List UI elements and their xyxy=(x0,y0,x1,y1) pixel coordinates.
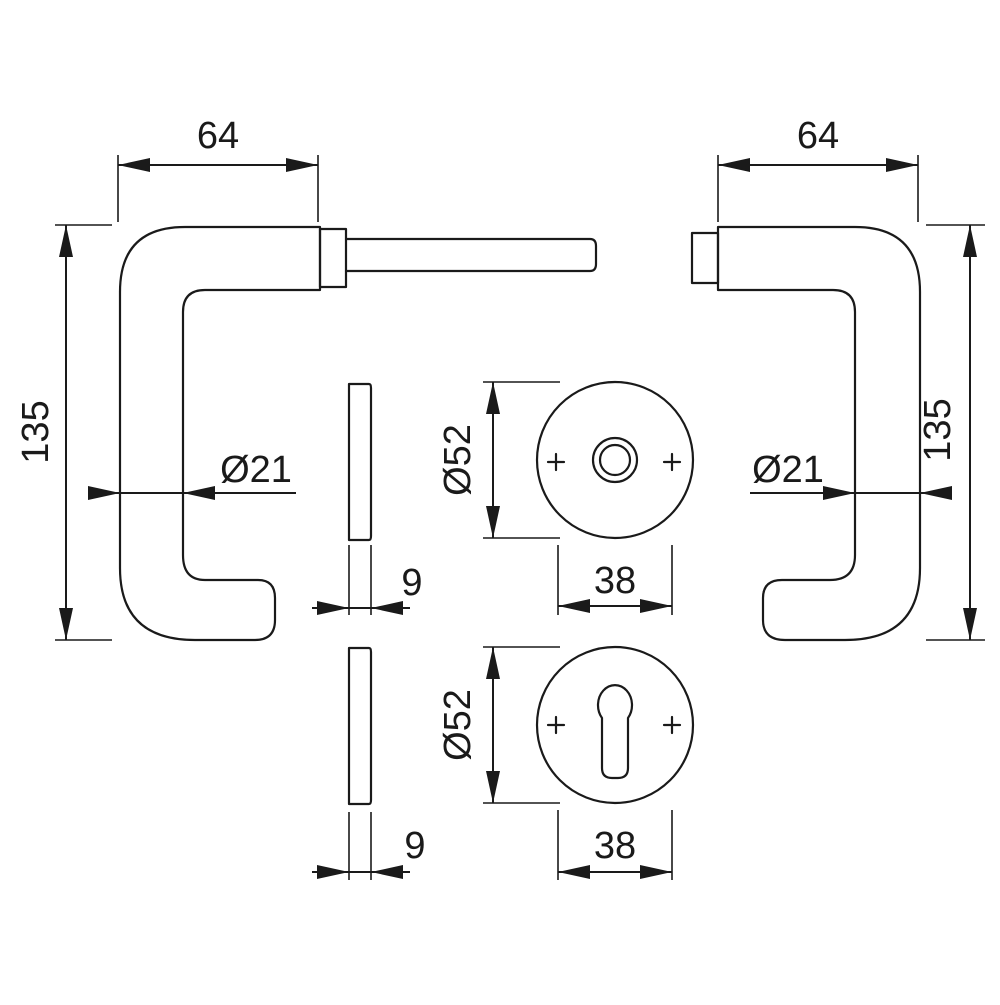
key-rose-diameter-label: Ø52 xyxy=(437,689,479,761)
handle-rose-diameter-dimension: Ø52 xyxy=(437,381,560,539)
handle-rose-thickness-dimension: 9 xyxy=(312,545,423,615)
handle-rose-diameter-label: Ø52 xyxy=(437,424,479,496)
key-rose-width-dimension: 38 xyxy=(557,810,673,880)
left-handle xyxy=(118,225,598,642)
key-rose-thickness-dimension: 9 xyxy=(312,812,426,880)
screw-mark-icon xyxy=(546,715,566,735)
screw-mark-icon xyxy=(662,715,682,735)
key-rose-thickness-label: 9 xyxy=(404,825,425,867)
key-rose xyxy=(347,645,695,806)
left-handle-diameter-label: Ø21 xyxy=(220,449,292,491)
keyhole-profile-cylinder-icon xyxy=(596,684,634,780)
right-handle xyxy=(690,225,922,642)
left-handle-width-dimension: 64 xyxy=(117,115,319,222)
right-handle-height-label: 135 xyxy=(917,398,959,461)
handle-rose xyxy=(347,380,695,542)
right-handle-width-label: 64 xyxy=(797,115,839,157)
left-handle-width-label: 64 xyxy=(197,115,239,157)
spindle xyxy=(344,237,598,273)
handle-rose-outline xyxy=(535,380,695,540)
handle-rose-width-label: 38 xyxy=(594,560,636,602)
left-handle-diameter-dimension: Ø21 xyxy=(88,449,296,500)
left-handle-body xyxy=(118,225,322,642)
key-rose-width-label: 38 xyxy=(594,825,636,867)
key-rose-diameter-dimension: Ø52 xyxy=(437,646,560,804)
key-rose-outline xyxy=(535,645,695,805)
key-rose-side-view xyxy=(347,646,373,806)
handle-rose-thickness-label: 9 xyxy=(401,562,422,604)
handle-rose-inner-ring xyxy=(598,443,632,477)
left-handle-collar xyxy=(318,227,348,289)
handle-rose-side-view xyxy=(347,382,373,542)
right-handle-diameter-label: Ø21 xyxy=(752,449,824,491)
screw-mark-icon xyxy=(546,452,566,472)
right-handle-diameter-dimension: Ø21 xyxy=(750,449,952,500)
screw-mark-icon xyxy=(662,452,682,472)
handle-rose-width-dimension: 38 xyxy=(557,545,673,615)
right-handle-height-dimension: 135 xyxy=(917,224,985,641)
left-handle-height-label: 135 xyxy=(15,400,57,463)
left-handle-height-dimension: 135 xyxy=(15,224,112,641)
right-handle-collar xyxy=(690,231,720,285)
right-handle-body xyxy=(716,225,922,642)
right-handle-width-dimension: 64 xyxy=(717,115,919,222)
handle-rose-outer-ring xyxy=(591,436,639,484)
